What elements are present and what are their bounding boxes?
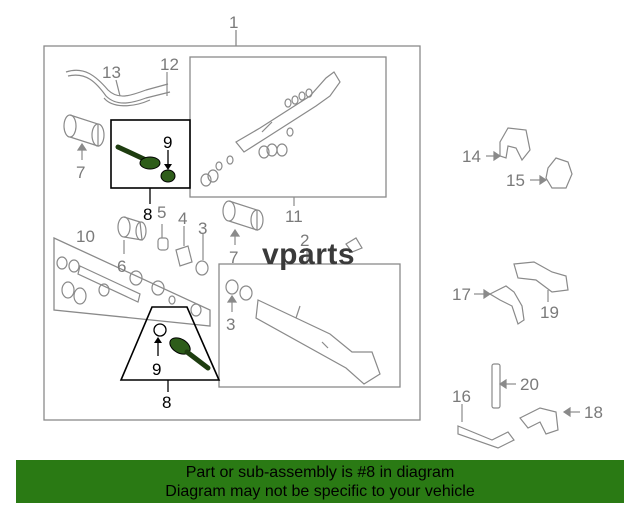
bellows-boot-upper <box>63 114 105 147</box>
callout-15: 15 <box>506 171 525 190</box>
tie-rod-end-nut-upper <box>160 169 176 183</box>
callout-17: 17 <box>452 285 471 304</box>
callout-1: 1 <box>229 13 238 32</box>
callout-20: 20 <box>520 375 539 394</box>
callout-13: 13 <box>102 63 121 82</box>
callout-6: 6 <box>117 257 126 276</box>
tie-rod-group-lower[interactable] <box>119 306 221 392</box>
main-assembly-frame <box>43 45 421 421</box>
watermark: vparts <box>262 238 355 271</box>
bellows-boot-middle <box>117 200 264 241</box>
relay-rod-bracket <box>519 407 559 435</box>
pressure-line <box>65 69 171 107</box>
callout-12: 12 <box>160 55 179 74</box>
idler-arm <box>513 261 569 293</box>
callout-3-lower: 3 <box>226 315 235 334</box>
valve-housing-box <box>189 56 387 198</box>
control-valve <box>200 71 341 187</box>
o-ring-lower <box>153 323 167 337</box>
callout-8-upper: 8 <box>143 205 152 224</box>
tie-rod-group-upper[interactable] <box>110 119 191 204</box>
steering-rack <box>225 237 381 385</box>
seal-kit-group-box <box>53 236 211 327</box>
seal-kit-parts <box>56 256 202 317</box>
callout-7-upper: 7 <box>76 163 85 182</box>
banner-line-1: Part or sub-assembly is #8 in diagram <box>185 464 455 481</box>
mount-bushing <box>545 157 573 189</box>
callout-16: 16 <box>452 387 471 406</box>
callout-11: 11 <box>285 207 303 226</box>
callout-4: 4 <box>178 209 187 228</box>
outer-tie-rod-end <box>488 285 525 325</box>
stud-bolt <box>491 363 501 409</box>
callout-9-lower: 9 <box>152 360 161 379</box>
bushing-bracket <box>499 127 531 162</box>
callout-9-upper: 9 <box>163 133 172 152</box>
parts-diagram: vparts 1 2 3 3 4 5 6 7 7 8 8 9 9 10 11 1… <box>43 13 603 449</box>
callout-7-middle: 7 <box>229 248 238 267</box>
inner-tie-rod-upper <box>115 144 161 170</box>
callout-10: 10 <box>76 227 95 246</box>
callout-18: 18 <box>584 403 603 422</box>
callout-3-upper: 3 <box>198 219 207 238</box>
callout-5: 5 <box>157 203 166 222</box>
inner-tie-rod-lower <box>169 337 211 371</box>
info-banner: Part or sub-assembly is #8 in diagram Di… <box>16 460 624 503</box>
callout-2: 2 <box>300 231 309 250</box>
callout-8-lower: 8 <box>162 393 171 412</box>
rack-housing-box <box>218 263 401 388</box>
callout-14: 14 <box>462 147 481 166</box>
tie-rod-assembly <box>457 425 515 449</box>
callout-19: 19 <box>540 303 559 322</box>
banner-line-2: Diagram may not be specific to your vehi… <box>165 483 475 500</box>
